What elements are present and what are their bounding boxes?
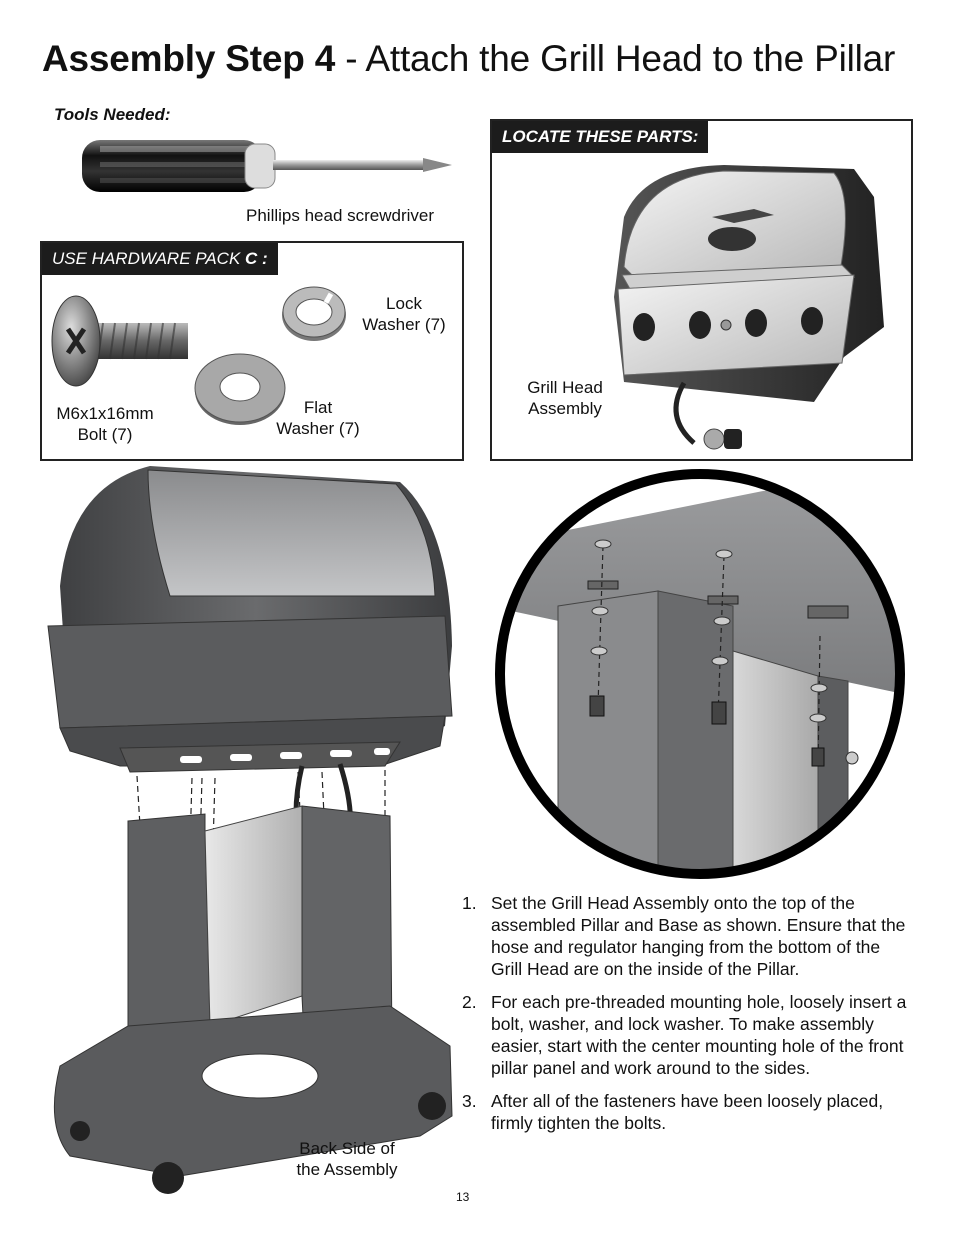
lock-washer-image [278, 285, 352, 345]
step-number: 2. [462, 992, 477, 1012]
title-step: Assembly Step 4 [42, 38, 336, 79]
bolt-image [48, 295, 198, 395]
page-title: Assembly Step 4 - Attach the Grill Head … [42, 38, 895, 80]
lock-washer-caption: Lock Washer (7) [362, 294, 446, 334]
step-number: 3. [462, 1091, 477, 1111]
hardware-pack-label: USE HARDWARE PACK [52, 249, 246, 268]
locate-parts-header: LOCATE THESE PARTS: [492, 121, 709, 153]
grill-head-image [604, 157, 894, 457]
step-text: Set the Grill Head Assembly onto the top… [491, 893, 906, 979]
page-number: 13 [456, 1190, 470, 1204]
screwdriver-image [80, 132, 460, 212]
instruction-steps: 1. Set the Grill Head Assembly onto the … [462, 892, 912, 1145]
flat-washer-image [192, 351, 288, 427]
flat-washer-caption: Flat Washer (7) [276, 398, 360, 438]
tools-needed-label: Tools Needed: [54, 105, 171, 124]
locate-parts-box: LOCATE THESE PARTS: [490, 119, 913, 461]
detail-circle-figure [488, 466, 913, 886]
step-text: For each pre-threaded mounting hole, loo… [491, 992, 907, 1078]
bolt-caption: M6x1x16mm Bolt (7) [56, 404, 154, 444]
step-2: 2. For each pre-threaded mounting hole, … [462, 991, 912, 1079]
assembly-back-figure [40, 466, 466, 1201]
hardware-pack-box: USE HARDWARE PACK C : M6x1x16mm Bol [40, 241, 464, 461]
hardware-pack-header: USE HARDWARE PACK C : [42, 243, 278, 275]
step-3: 3. After all of the fasteners have been … [462, 1090, 912, 1134]
grill-head-caption: Grill Head Assembly [527, 378, 603, 418]
back-side-caption: Back Side of the Assembly [296, 1139, 398, 1179]
hardware-pack-letter: C : [245, 249, 268, 268]
title-description: - Attach the Grill Head to the Pillar [335, 38, 896, 79]
step-1: 1. Set the Grill Head Assembly onto the … [462, 892, 912, 980]
step-number: 1. [462, 893, 477, 913]
step-text: After all of the fasteners have been loo… [491, 1091, 884, 1133]
screwdriver-caption: Phillips head screwdriver [246, 206, 435, 225]
